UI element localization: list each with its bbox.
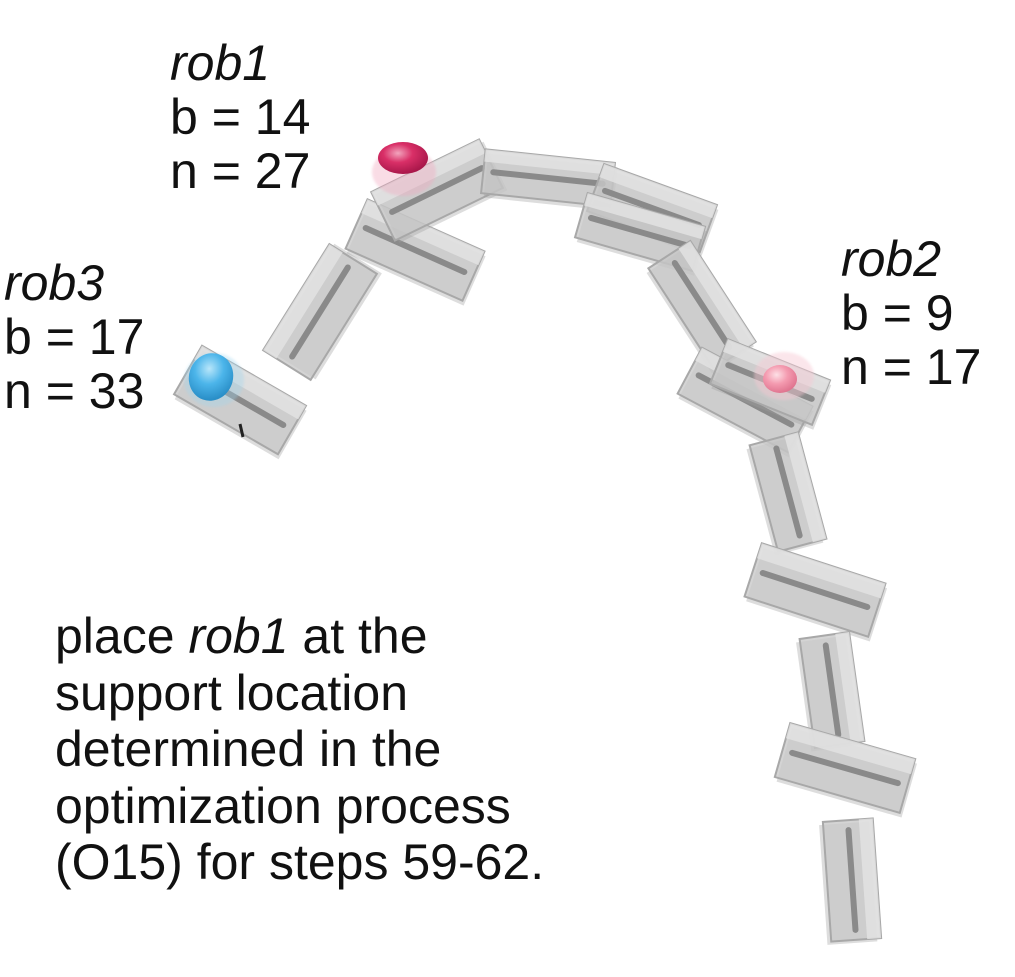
caption-line-2: support location [55, 664, 409, 721]
timber-block [773, 721, 917, 818]
caption-line-1-end: at the [288, 608, 428, 664]
rob3-n-value: n = 33 [4, 363, 145, 419]
rob3-name: rob3 [4, 255, 105, 311]
timber-block [796, 630, 866, 752]
caption-line-1-start: place [55, 608, 189, 664]
caption-line-4: optimization process [55, 777, 511, 834]
caption-line-1: place rob1 at the [55, 608, 544, 665]
rob2-name: rob2 [841, 231, 942, 287]
timber-block [479, 148, 618, 211]
rob2-label: rob2 b = 9 n = 17 [841, 232, 981, 394]
rob1-n-value: n = 27 [170, 143, 311, 199]
rob1-marker [372, 142, 436, 196]
rob3-b-value: b = 17 [4, 309, 145, 365]
rob2-b-value: b = 9 [841, 285, 954, 341]
rob1-label: rob1 b = 14 n = 27 [170, 36, 310, 198]
rob3-marker [184, 353, 244, 407]
rob2-marker [754, 352, 814, 400]
block-edge-mark [238, 423, 245, 438]
caption-line-5: (O15) for steps 59-62. [55, 834, 545, 891]
robot-markers [184, 142, 814, 407]
timber-block [819, 817, 883, 945]
rob1-name: rob1 [170, 35, 271, 91]
timber-block [743, 542, 888, 642]
timber-block [746, 431, 828, 556]
caption-line-3: determined in the [55, 721, 442, 778]
caption-robot-name: rob1 [188, 608, 289, 664]
caption: place rob1 at the support location deter… [55, 608, 544, 891]
timber-block [261, 242, 382, 382]
rob2-n-value: n = 17 [841, 339, 982, 395]
rob1-b-value: b = 14 [170, 89, 311, 145]
rob3-label: rob3 b = 17 n = 33 [4, 256, 144, 418]
